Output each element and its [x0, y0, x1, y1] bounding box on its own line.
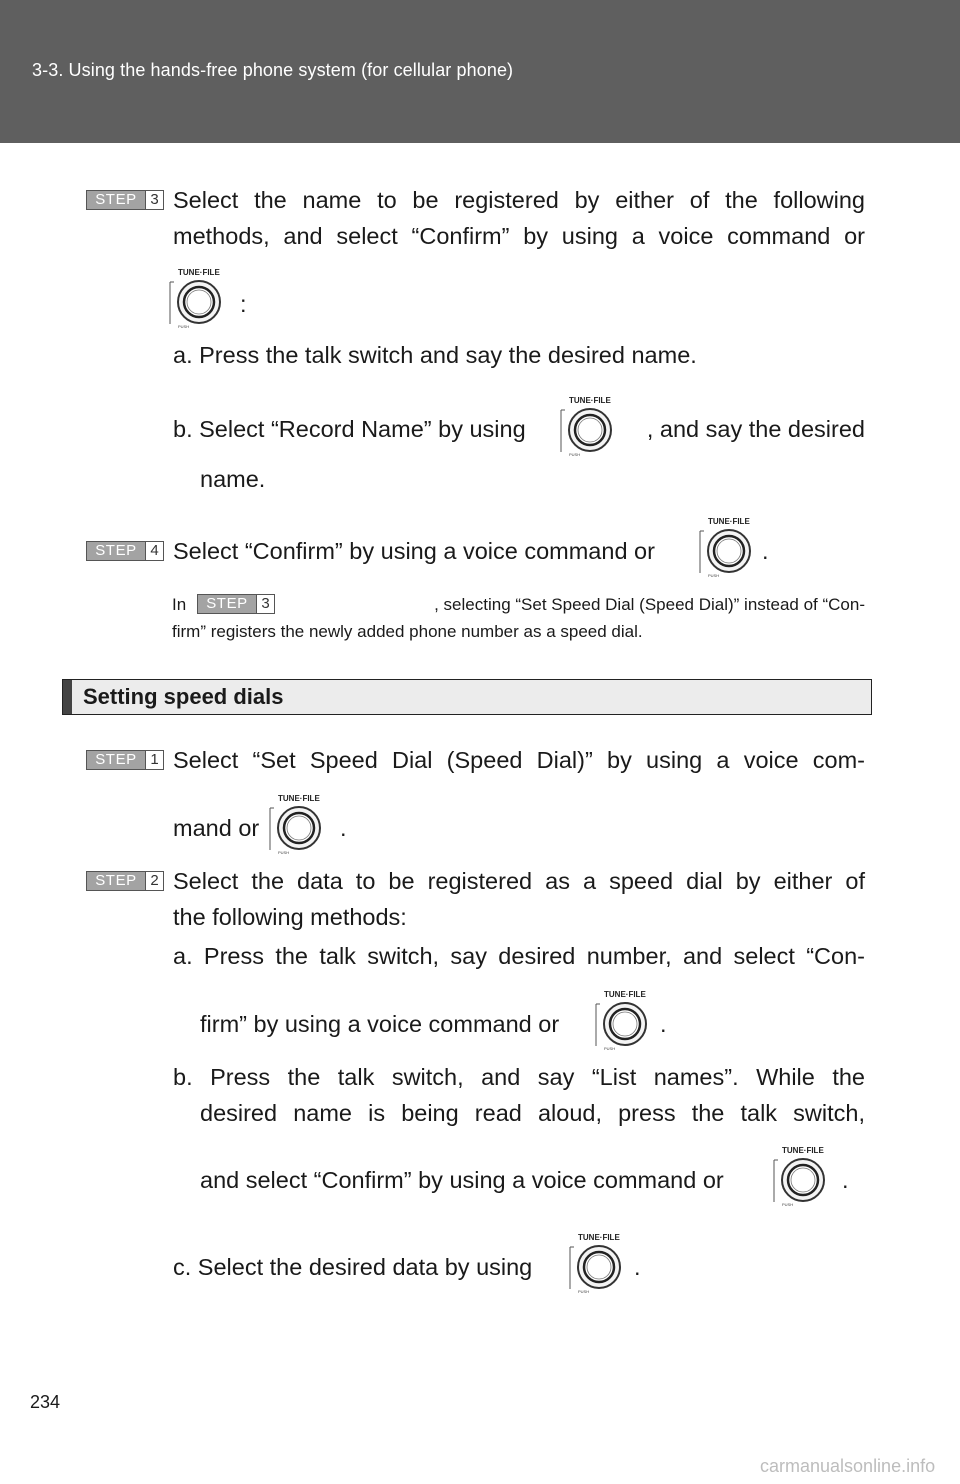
- section-heading: Setting speed dials: [62, 679, 872, 715]
- svg-text:PUSH: PUSH: [278, 850, 289, 855]
- step3-option-a: a. Press the talk switch and say the des…: [173, 342, 697, 368]
- svg-text:PUSH: PUSH: [782, 1202, 793, 1207]
- step3-option-b-suffix: , and say the desired: [646, 416, 865, 442]
- page-number: 234: [30, 1392, 61, 1412]
- svg-text:TUNE·FILE: TUNE·FILE: [569, 396, 611, 405]
- svg-text:PUSH: PUSH: [708, 573, 719, 578]
- svg-text:PUSH: PUSH: [178, 324, 189, 329]
- tune-file-knob-icon: TUNE·FILE PUSH: [168, 266, 228, 330]
- step1-end: .: [340, 815, 347, 841]
- note-prefix: In: [172, 595, 187, 614]
- step2-option-b-line2: desired name is being read aloud, press …: [200, 1100, 865, 1126]
- svg-text:PUSH: PUSH: [578, 1289, 589, 1294]
- tune-file-knob-icon: TUNE·FILE PUSH: [698, 515, 758, 579]
- svg-text:TUNE·FILE: TUNE·FILE: [782, 1146, 824, 1155]
- step2-line2: the following methods:: [173, 904, 407, 930]
- tune-file-knob-icon: TUNE·FILE PUSH: [268, 792, 328, 856]
- step2-option-c-end: .: [634, 1254, 641, 1280]
- tune-file-knob-icon: TUNE·FILE PUSH: [772, 1144, 832, 1208]
- step4-text: Select “Confirm” by using a voice comman…: [173, 538, 655, 564]
- step2-line1: Select the data to be registered as a sp…: [173, 868, 865, 894]
- step3-option-b: b. Select “Record Name” by using: [173, 416, 526, 442]
- svg-text:TUNE·FILE: TUNE·FILE: [604, 990, 646, 999]
- page-header: 3-3. Using the hands-free phone system (…: [0, 0, 960, 143]
- step2-option-b-line3: and select “Confirm” by using a voice co…: [200, 1167, 724, 1193]
- watermark: carmanualsonline.info: [760, 1456, 936, 1476]
- step1-line2: mand or: [173, 815, 260, 841]
- step2-option-b-end: .: [842, 1167, 849, 1193]
- chapter-title: 3-3. Using the hands-free phone system (…: [32, 60, 514, 80]
- note-line1: , selecting “Set Speed Dial (Speed Dial)…: [434, 595, 865, 614]
- step3-line1: Select the name to be registered by eith…: [173, 187, 865, 213]
- step2-option-a-end: .: [660, 1011, 667, 1037]
- tune-file-knob-icon: TUNE·FILE PUSH: [568, 1231, 628, 1295]
- step3-line2: methods, and select “Confirm” by using a…: [173, 223, 865, 249]
- tune-file-knob-icon: TUNE·FILE PUSH: [594, 988, 654, 1052]
- svg-text:TUNE·FILE: TUNE·FILE: [578, 1233, 620, 1242]
- step1-line1: Select “Set Speed Dial (Speed Dial)” by …: [173, 747, 865, 773]
- section-stripe: [63, 680, 72, 714]
- svg-text:PUSH: PUSH: [569, 452, 580, 457]
- step3-option-b-cont: name.: [200, 466, 266, 492]
- step3-colon: :: [240, 291, 247, 317]
- step4-end: .: [762, 538, 769, 564]
- step2-option-c: c. Select the desired data by using: [173, 1254, 533, 1280]
- svg-text:PUSH: PUSH: [604, 1046, 615, 1051]
- note-line2: firm” registers the newly added phone nu…: [172, 622, 643, 641]
- section-title: Setting speed dials: [83, 684, 284, 709]
- step2-option-b-line1: b. Press the talk switch, and say “List …: [173, 1064, 865, 1090]
- svg-text:TUNE·FILE: TUNE·FILE: [178, 268, 220, 277]
- svg-text:TUNE·FILE: TUNE·FILE: [278, 794, 320, 803]
- svg-text:TUNE·FILE: TUNE·FILE: [708, 517, 750, 526]
- step2-option-a-line2: firm” by using a voice command or: [200, 1011, 560, 1037]
- tune-file-knob-icon: TUNE·FILE PUSH: [559, 394, 619, 458]
- step2-option-a-line1: a. Press the talk switch, say desired nu…: [173, 943, 865, 969]
